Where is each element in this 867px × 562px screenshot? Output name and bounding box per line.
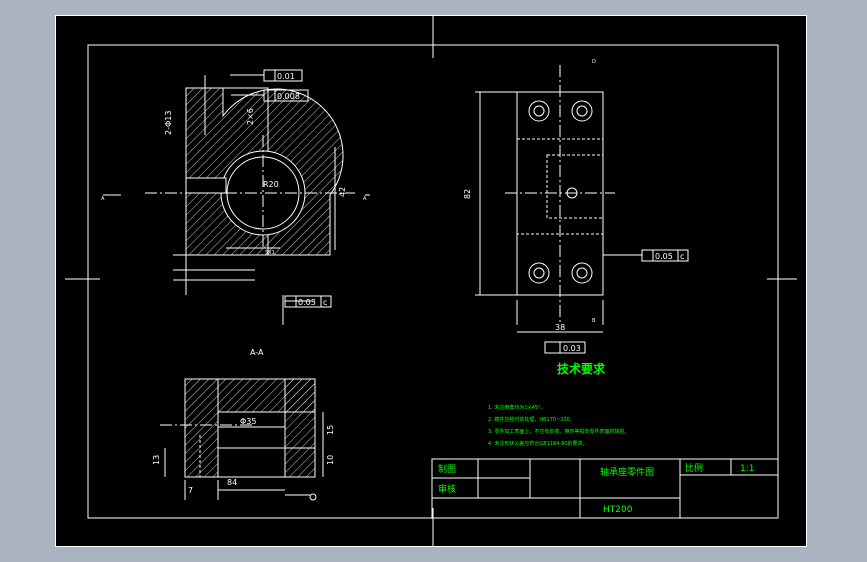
outer-frame <box>55 15 807 547</box>
note-1: 1. 未注倒角均为1×45°。 <box>488 404 546 411</box>
note-3: 3. 零件加工表面上，不应有划痕、擦伤等损伤零件表面的缺陷。 <box>488 428 629 435</box>
datum-c-label: c <box>323 298 327 307</box>
tol-frame-perp <box>641 249 689 262</box>
drawing-sheet: 0.01 0.008 0.03 c 2-Φ13 2×6 R20 42 5X1 A… <box>55 15 807 547</box>
tol-frame-flatness <box>263 89 309 102</box>
top-view <box>103 69 370 325</box>
tol-flatness-value: 0.008 <box>277 92 300 101</box>
scale-value: 1:1 <box>740 464 754 474</box>
side-view <box>475 65 689 354</box>
note-2: 2. 铸件应经时效处理，HB170~230。 <box>488 416 575 423</box>
dim-84: 84 <box>227 478 237 487</box>
hidden-bore <box>516 138 604 235</box>
dim-phi35: Φ35 <box>240 417 256 426</box>
part-name: 轴承座零件图 <box>600 466 654 478</box>
datum-d: D <box>592 59 596 65</box>
dim-42: 42 <box>338 187 347 197</box>
tol-frame-parallel2 <box>544 341 586 354</box>
dim-38: 38 <box>555 323 565 332</box>
cad-drawing: 0.01 0.008 0.03 c 2-Φ13 2×6 R20 42 5X1 A… <box>55 15 807 547</box>
section-mark-left: A <box>101 196 105 202</box>
tol-position-value: 0.01 <box>277 72 295 81</box>
tol-frame-parallel <box>284 295 332 308</box>
dim-sx1: 5X1 <box>265 250 275 256</box>
section-title: A-A <box>250 348 264 357</box>
checked-label: 审核 <box>438 483 456 495</box>
notes-title: 技术要求 <box>557 361 606 376</box>
note-4: 4. 未注形状公差应符合GB1184-80的要求。 <box>488 440 588 447</box>
dim-r20: R20 <box>263 180 279 189</box>
section-view <box>160 378 324 501</box>
slot <box>185 177 227 194</box>
section-mark-right: A <box>363 196 367 202</box>
dim-15: 15 <box>326 425 335 435</box>
tol-parallel-value: 0.03 <box>298 298 316 307</box>
dim-82: 82 <box>463 189 472 199</box>
dim-10: 10 <box>326 455 335 465</box>
tol-frame-position <box>263 69 303 82</box>
dim-13: 13 <box>152 455 161 465</box>
drawn-label: 制图 <box>438 463 456 475</box>
datum-b: B <box>592 318 596 324</box>
dim-2x6: 2×6 <box>246 108 255 125</box>
dim-7: 7 <box>188 486 193 495</box>
tol-perp-value: 0.05 <box>655 252 673 261</box>
datum-c-side: c <box>680 252 684 261</box>
tol-parallel2-value: 0.03 <box>563 344 581 353</box>
title-block <box>431 458 779 519</box>
scale-label: 比例 <box>685 462 703 474</box>
dim-2-phi13: 2-Φ13 <box>164 111 173 135</box>
material: HT200 <box>603 505 633 515</box>
